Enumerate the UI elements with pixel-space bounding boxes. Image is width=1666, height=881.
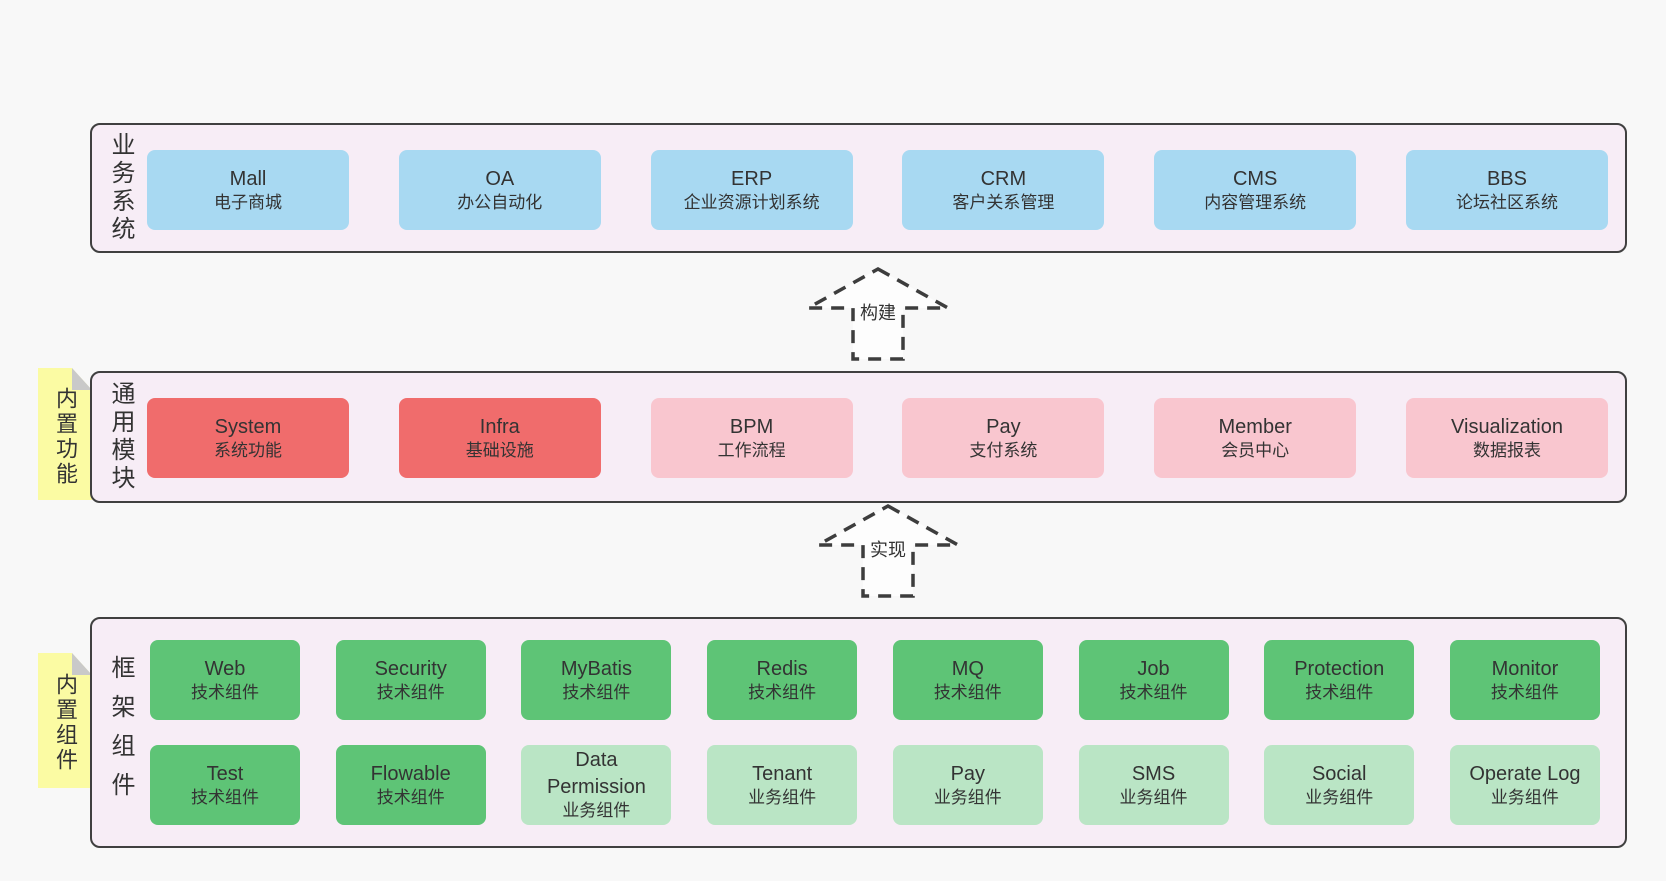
layer-label-business-systems: 业务系统: [107, 132, 134, 244]
box-protection: Protection 技术组件: [1264, 640, 1415, 720]
sticky-note-label: 内置组件: [53, 673, 78, 774]
box-social: Social 业务组件: [1264, 745, 1415, 825]
box-sms: SMS 业务组件: [1078, 745, 1229, 825]
box-mybatis: MyBatis 技术组件: [521, 640, 672, 720]
box-redis: Redis 技术组件: [707, 640, 858, 720]
up-arrow-build: 构建: [801, 266, 955, 362]
arrow-label-build: 构建: [856, 298, 900, 326]
sticky-paper: [38, 368, 92, 500]
box-pay-component: Pay 业务组件: [892, 745, 1043, 825]
box-test: Test 技术组件: [150, 745, 300, 825]
box-mall: Mall 电子商城: [147, 150, 349, 230]
sticky-folded-corner: [72, 653, 92, 675]
box-oa: OA 办公自动化: [398, 150, 601, 230]
sticky-note-built-in-components: 内置组件: [38, 653, 92, 788]
box-operate-log: Operate Log 业务组件: [1449, 745, 1600, 825]
box-data-permission: Data Permission 业务组件: [521, 745, 672, 825]
framework-components-row-1: Web 技术组件 Security 技术组件 MyBatis 技术组件 Redi…: [150, 640, 1600, 720]
box-mq: MQ 技术组件: [892, 640, 1043, 720]
layer-common-modules: 通用模块 System 系统功能 Infra 基础设施 BPM 工作流程 Pay…: [90, 371, 1627, 503]
box-crm: CRM 客户关系管理: [902, 150, 1105, 230]
box-web: Web 技术组件: [150, 640, 300, 720]
box-system: System 系统功能: [147, 398, 349, 478]
layer-label-framework-components: 框架组件: [107, 654, 134, 811]
layer-framework-components: 框架组件 Web 技术组件 Security 技术组件 MyBatis 技术组件…: [90, 617, 1627, 848]
arrow-label-implement: 实现: [866, 535, 910, 563]
layer-business-systems: 业务系统 Mall 电子商城 OA 办公自动化 ERP 企业资源计划系统 CRM…: [90, 123, 1627, 253]
sticky-note-built-in-functions: 内置功能: [38, 368, 92, 500]
box-flowable: Flowable 技术组件: [335, 745, 486, 825]
box-erp: ERP 企业资源计划系统: [650, 150, 853, 230]
box-bbs: BBS 论坛社区系统: [1405, 150, 1608, 230]
box-member: Member 会员中心: [1154, 398, 1357, 478]
box-pay-system: Pay 支付系统: [902, 398, 1105, 478]
box-visualization: Visualization 数据报表: [1405, 398, 1608, 478]
box-monitor: Monitor 技术组件: [1449, 640, 1600, 720]
business-systems-row: Mall 电子商城 OA 办公自动化 ERP 企业资源计划系统 CRM 客户关系…: [147, 150, 1608, 230]
box-tenant: Tenant 业务组件: [707, 745, 858, 825]
up-arrow-implement: 实现: [811, 503, 965, 599]
box-infra: Infra 基础设施: [398, 398, 601, 478]
common-modules-row: System 系统功能 Infra 基础设施 BPM 工作流程 Pay 支付系统…: [147, 398, 1608, 478]
layer-label-common-modules: 通用模块: [107, 381, 134, 493]
box-bpm: BPM 工作流程: [650, 398, 853, 478]
box-job: Job 技术组件: [1078, 640, 1229, 720]
sticky-paper: [38, 653, 92, 788]
box-security: Security 技术组件: [335, 640, 486, 720]
box-cms: CMS 内容管理系统: [1154, 150, 1357, 230]
framework-components-row-2: Test 技术组件 Flowable 技术组件 Data Permission …: [150, 745, 1600, 825]
sticky-note-label: 内置功能: [53, 386, 78, 487]
